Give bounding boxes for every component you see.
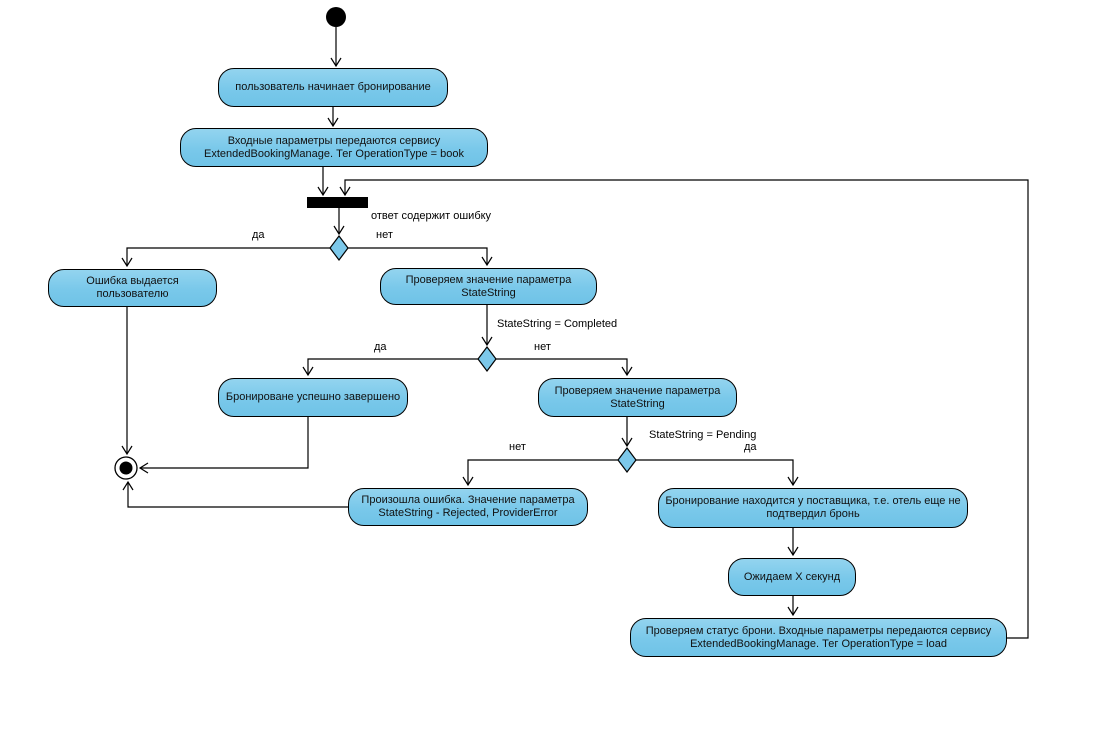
action-check-statestring-1[interactable]: Проверяем значение параметра StateString [380, 268, 597, 305]
decision-response-error[interactable] [329, 235, 349, 261]
action-send-params-book[interactable]: Входные параметры передаются сервису Ext… [180, 128, 488, 167]
action-label: Ошибка выдается пользователю [86, 275, 179, 300]
action-booking-pending-at-provider[interactable]: Бронирование находится у поставщика, т.е… [658, 488, 968, 528]
action-label: Входные параметры передаются сервису Ext… [204, 134, 464, 160]
edge-decision2-yes-to-success [302, 358, 478, 377]
action-booking-success[interactable]: Бронироване успешно завершено [218, 378, 408, 417]
action-error-rejected-providererror[interactable]: Произошла ошибка. Значение параметра Sta… [348, 488, 588, 526]
action-label: Проверяем значение параметра StateString [554, 384, 721, 410]
action-wait-x-seconds[interactable]: Ожидаем X секунд [728, 558, 856, 596]
action-check-statestring-2[interactable]: Проверяем значение параметра StateString [538, 378, 737, 417]
edge-check-status-loop-to-join [339, 179, 1029, 639]
initial-node[interactable] [326, 7, 346, 27]
edge-decision3-yes-to-pending [636, 459, 799, 487]
join-bar[interactable] [307, 197, 368, 208]
action-label: пользователь начинает бронирование [235, 81, 431, 93]
action-check-booking-status-load[interactable]: Проверяем статус брони. Входные параметр… [630, 618, 1007, 657]
guard-statestring-pending-label: StateString = Pending [649, 429, 757, 441]
action-label: Бронироване успешно завершено [225, 391, 401, 403]
guard-no-label-decision2: нет [534, 341, 551, 353]
action-label: Ожидаем X секунд [743, 570, 841, 583]
final-node-inner-dot [119, 461, 133, 475]
final-node[interactable] [114, 456, 138, 480]
action-user-starts-booking[interactable]: пользователь начинает бронирование [218, 68, 448, 107]
guard-no-label-decision3: нет [509, 441, 526, 453]
edge-decision1-yes-to-error-shown [121, 247, 330, 268]
guard-yes-label-decision1: да [252, 229, 265, 241]
guard-statestring-completed-label: StateString = Completed [497, 318, 618, 330]
action-label: Бронирование находится у поставщика, т.е… [665, 495, 961, 520]
action-label: Проверяем статус брони. Входные параметр… [645, 624, 992, 650]
edge-decision1-no-to-check-state-1 [348, 247, 493, 267]
edge-rejected-to-end [122, 480, 348, 508]
decision-statestring-completed[interactable] [477, 346, 497, 372]
action-error-shown-to-user[interactable]: Ошибка выдается пользователю [48, 269, 217, 307]
action-label: Произошла ошибка. Значение параметра Sta… [361, 494, 575, 519]
decision-statestring-pending[interactable] [617, 447, 637, 473]
edge-success-to-end [138, 417, 309, 474]
action-label: Проверяем значение параметра StateString [405, 273, 572, 299]
edge-decision3-no-to-rejected [462, 459, 618, 487]
guard-yes-label-decision2: да [374, 341, 387, 353]
edge-decision2-no-to-check-state-2 [496, 358, 633, 377]
guard-yes-label-decision3: да [744, 441, 757, 453]
edges [121, 27, 1029, 639]
guard-response-contains-error-label: ответ содержит ошибку [371, 210, 492, 222]
guard-no-label-decision1: нет [376, 229, 393, 241]
